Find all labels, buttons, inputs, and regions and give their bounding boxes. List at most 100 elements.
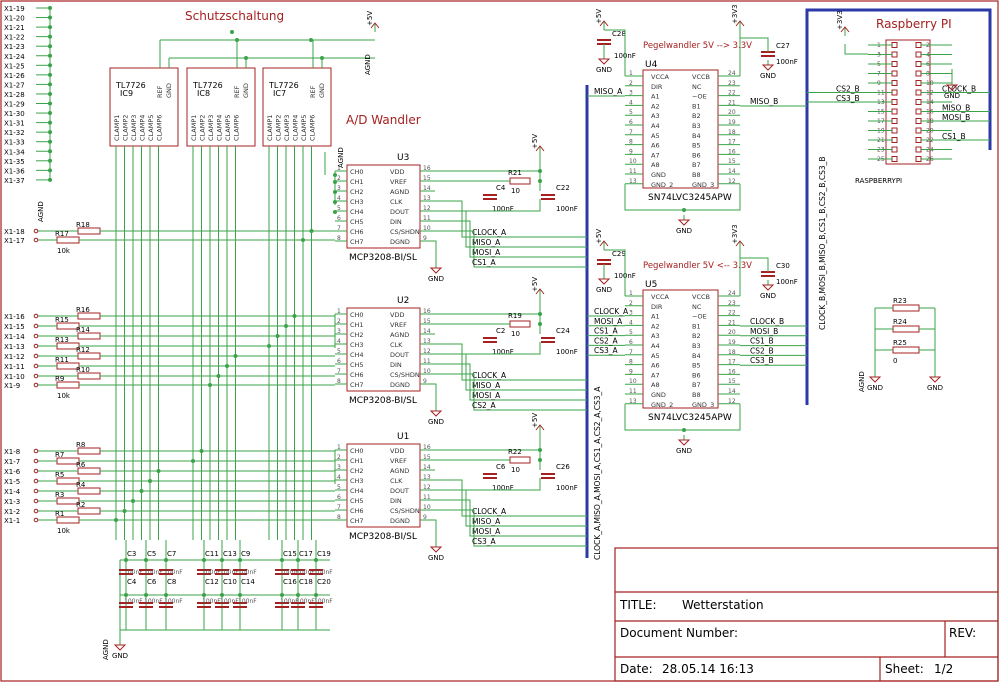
adc-pin-label: CH7 [350, 381, 364, 389]
bank-capacitor-name: C17 [299, 550, 313, 558]
shifter-pin-label: A7 [651, 371, 660, 379]
shifter-net-label: CS2_A [594, 336, 619, 345]
connector-u2-label: X1-14 [4, 333, 25, 341]
spi-net [435, 373, 587, 411]
protection-clamp-pin: CLAMP1 [113, 115, 121, 141]
protection-ic-name: IC7 [273, 89, 286, 98]
shifter-pin-label: A6 [651, 142, 660, 150]
adc-pin-number: 12 [423, 205, 431, 212]
level-shifter-name: U5 [645, 280, 657, 290]
protection-clamp-pin: CLAMP5 [300, 115, 308, 141]
connector-pin-label: X1-33 [4, 139, 25, 147]
connector-pin-label: X1-20 [4, 15, 25, 23]
bank-capacitor-name: C12 [205, 578, 219, 586]
adc-pin-number: 4 [337, 474, 341, 481]
raspberry-pin [891, 127, 898, 134]
shifter-pin-label: GND [651, 171, 666, 179]
raspberry-pin [891, 137, 898, 143]
ground-symbol: GND [760, 60, 776, 80]
supply-label: +3V3 [836, 10, 844, 30]
junction-dot [144, 558, 148, 562]
spi-net [435, 353, 587, 391]
connector-pin [33, 508, 39, 514]
shifter-pin-label: GND_2 [651, 181, 673, 189]
adc-chip-body [346, 164, 421, 249]
sheet-value: 1/2 [934, 662, 953, 676]
adc-chip-body [346, 307, 421, 392]
raspberry-pin [891, 146, 898, 153]
protection-ic-part: TL7726 [115, 81, 146, 90]
shifter-pin-number: 18 [728, 129, 736, 136]
ground-triangle [113, 644, 127, 651]
adc-pin-number: 6 [337, 358, 341, 365]
misc-resistor [892, 325, 920, 333]
spi-net [435, 230, 587, 268]
shifter-pin-label: B2 [692, 332, 701, 340]
agnd-net [435, 199, 541, 212]
vref-capacitor-name: C4 [496, 184, 506, 192]
shifter-pin-label: B8 [692, 171, 701, 179]
supply-symbol: +3V3 [731, 224, 745, 250]
shifter-pin-label: A5 [651, 352, 660, 360]
adc-pin-label: CH1 [350, 321, 364, 329]
shifter-pin-number: 8 [629, 359, 633, 366]
connector-pin-label: X1-36 [4, 167, 25, 175]
connector-pin-label: X1-31 [4, 120, 25, 128]
spi-net [435, 499, 587, 537]
raspberry-pin [915, 51, 922, 58]
agnd-label: AGND [364, 54, 372, 75]
protection-clamp-pin: CLAMP6 [309, 115, 317, 141]
supply-symbol: +5V [595, 9, 609, 30]
sheet-label: Sheet: [885, 662, 924, 676]
raspberry-pin [915, 118, 922, 124]
spi-net-label: CS3_A [472, 537, 497, 546]
vcca-net [604, 249, 626, 296]
shifter-pin-number: 4 [629, 99, 633, 106]
bank-capacitor-value: 100nF [202, 569, 221, 576]
bank-capacitor-value: 100nF [164, 569, 183, 576]
protection-ic-body [186, 67, 256, 147]
raspberry-net-label: MOSI_B [942, 113, 970, 122]
bank-capacitor-name: C4 [127, 578, 137, 586]
bank-capacitor-value: 100nF [202, 598, 221, 605]
junction-dot [320, 56, 324, 60]
shifter-pin-label: A6 [651, 362, 660, 370]
vdd-net [435, 155, 541, 172]
connector-pin-label: X1-30 [4, 110, 25, 118]
adc-pin-number: 5 [337, 348, 341, 355]
resistor-label: R14 [76, 326, 90, 334]
adc-pin-number: 11 [423, 215, 431, 222]
protection-side-pin: REF [233, 85, 241, 98]
bank-capacitor-name: C3 [127, 550, 136, 558]
shifter-pin-number: 12 [728, 178, 736, 185]
shifter-pin-number: 7 [629, 129, 633, 136]
bank-capacitor-value: 100nF [144, 569, 163, 576]
connector-u1-label: X1-8 [4, 448, 20, 456]
shifter-pin-label: A7 [651, 151, 660, 159]
vdd-net [435, 434, 541, 451]
vref-resistor-value: 10 [511, 187, 520, 195]
connector-u1-label: X1-7 [4, 458, 20, 466]
junction-dot [314, 558, 318, 562]
connector-pin-label: X1-28 [4, 91, 25, 99]
adc-pin-number: 10 [423, 225, 431, 232]
shifter-pin-label: VCCA [651, 73, 670, 81]
ground-label: GND [676, 227, 692, 235]
bank-capacitor-value: 100nF [280, 569, 299, 576]
shifter-pin-label: B5 [692, 362, 701, 370]
protection-side-pin: GND [165, 83, 173, 98]
junction-dot [333, 173, 337, 177]
supply-label: +3V3 [731, 224, 739, 244]
adc-pin-label: CH2 [350, 467, 364, 475]
protection-ic-body [109, 67, 179, 147]
protection-side-pin: REF [156, 85, 164, 98]
adc-pin-label: VDD [390, 168, 404, 176]
document-number-label: Document Number: [620, 626, 738, 640]
bank-capacitor-name: C15 [283, 550, 297, 558]
supply-label: +5V [366, 11, 374, 26]
vref-resistor [509, 320, 531, 328]
agnd-label: AGND [337, 147, 345, 168]
level-shifter-name: U4 [645, 60, 658, 70]
bank-capacitor-name: C5 [147, 550, 156, 558]
adc-chip-name: U2 [397, 296, 409, 306]
